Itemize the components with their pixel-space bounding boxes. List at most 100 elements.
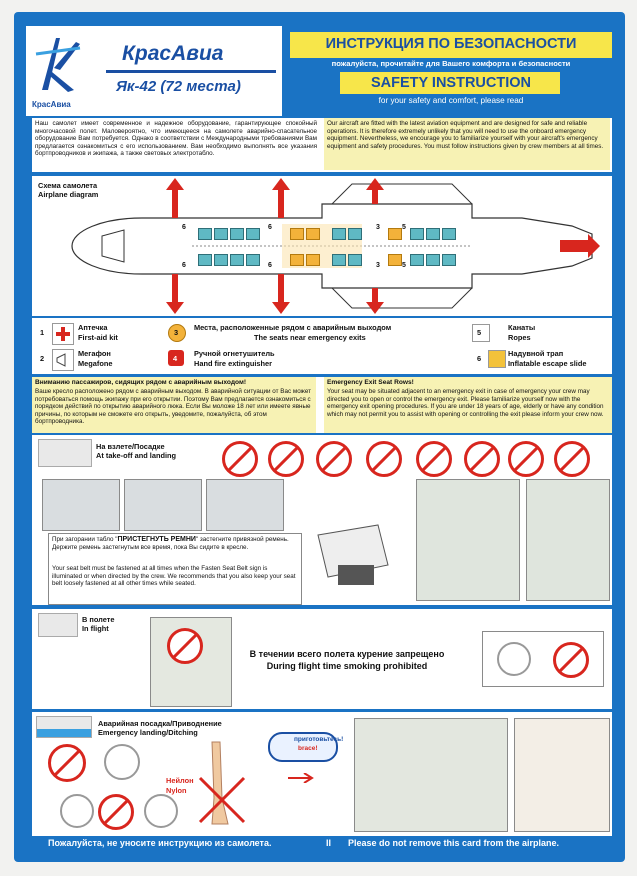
no-game-icon (464, 441, 500, 477)
en-title-bar (340, 72, 560, 94)
brace-arrow-icon (288, 770, 318, 784)
seat-mark: 3 (376, 262, 380, 269)
exit-seat-icon (168, 324, 186, 342)
emergency-panel: Аварийная посадка/Приводнение Emergency … (32, 712, 612, 836)
no-laptop-icon (222, 441, 258, 477)
seat-icon (38, 439, 92, 467)
footer-en: Please do not remove this card from the … (348, 838, 560, 848)
legend-en: Inflatable escape slide (508, 359, 587, 368)
legend-en: Megafone (78, 359, 113, 368)
no-phone-icon (268, 441, 304, 477)
no-smoking-toilet-icon (553, 642, 589, 678)
nylon-ru: Нейлон (166, 776, 194, 785)
seat (332, 254, 346, 266)
no-camera-icon (366, 441, 402, 477)
legend-ru: Надувной трап (508, 349, 564, 358)
seatbelt-inflight-photo (150, 617, 232, 707)
exit-seat (388, 228, 402, 240)
seat (348, 254, 362, 266)
legend-panel: 1 Аптечка First-aid kit 2 Мегафон Megafo… (32, 318, 612, 374)
nylon-en: Nylon (166, 786, 187, 795)
seat (198, 254, 212, 266)
safety-card: КрасАвиа КрасАвиа Як-42 (72 места) ИНСТР… (14, 12, 625, 862)
no-radio-icon (416, 441, 452, 477)
seat (230, 228, 244, 240)
aircraft-model: Як-42 (72 места) (116, 78, 241, 95)
seat (426, 254, 440, 266)
no-music-player-icon (508, 441, 544, 477)
tray-table-illustration (308, 505, 408, 597)
intro-en: Our aircraft are fitted with the latest … (324, 118, 610, 170)
exit-rows-en-box: Emergency Exit Seat Rows! Your seat may … (324, 377, 612, 433)
no-heels-icon (48, 744, 86, 782)
legend-num: 1 (40, 328, 45, 337)
intro-ru: Наш самолет имеет современное и надежное… (35, 120, 317, 158)
seat (214, 228, 228, 240)
life-vest-icon (104, 744, 140, 780)
seatback-upright-photo (416, 479, 520, 601)
legend-num: 5 (477, 328, 482, 337)
legend-item-extinguisher: 4 Ручной огнетушитель Hand fire extingui… (168, 348, 468, 370)
seatbelt-fasten-photo (42, 479, 120, 531)
seat (348, 228, 362, 240)
exit-seat (306, 254, 320, 266)
fire-extinguisher-icon (168, 350, 184, 366)
seat (442, 254, 456, 266)
mask-icon (60, 794, 94, 828)
logo-caption: КрасАвиа (32, 100, 71, 109)
exit-rows-en: Your seat may be situated adjacent to an… (327, 388, 604, 418)
takeoff-label-ru: На взлете/Посадке (96, 442, 165, 451)
no-electronics-icon (316, 441, 352, 477)
fasten-seatbelt-sign-text: ПРИСТЕГНУТЬ РЕМНИ (117, 536, 196, 543)
legend-ru: Ручной огнетушитель (194, 349, 275, 358)
legend-item-ropes: 5 Канаты Ropes (472, 322, 608, 344)
seat (246, 254, 260, 266)
brace-en: brace! (298, 745, 318, 752)
legend-item-exit-seats: 3 Места, расположенные рядом с аварийным… (168, 322, 468, 344)
seatbelt-en: Your seat belt must be fastened at all t… (52, 565, 296, 588)
seatbelt-ru: При загорании табло "ПРИСТЕГНУТЬ РЕМНИ" … (52, 536, 298, 551)
legend-en: First-aid kit (78, 333, 118, 342)
legend-num: 6 (477, 354, 482, 363)
seatbelt-ru-part: При загорании табло " (52, 536, 118, 543)
seatbelt-text-box: При загорании табло "ПРИСТЕГНУТЬ РЕМНИ" … (48, 533, 302, 605)
legend-ru: Канаты (508, 323, 536, 332)
legend-item-slide: 6 Надувной трап Inflatable escape slide (472, 348, 608, 370)
passenger-seated-photo (526, 479, 610, 601)
ditching-icon (36, 716, 92, 738)
toilet-icon (497, 642, 531, 676)
seat (410, 254, 424, 266)
escape-slide-icon (488, 350, 506, 368)
brace-ru: приготовьтесь! (294, 736, 344, 743)
intro-panel: Наш самолет имеет современное и надежное… (32, 118, 612, 172)
seat-mark: 6 (182, 224, 186, 231)
legend-item-first-aid: 1 Аптечка First-aid kit (40, 322, 160, 345)
krasavia-logo-icon (35, 38, 81, 92)
diagram-title-en: Airplane diagram (38, 190, 99, 199)
exit-rows-en-title: Emergency Exit Seat Rows! (327, 379, 414, 386)
seat (332, 228, 346, 240)
no-mobile-icon (554, 441, 590, 477)
dentures-icon (144, 794, 178, 828)
inflight-label-en: In flight (82, 624, 109, 633)
diagram-panel: Схема самолета Airplane diagram (32, 176, 612, 316)
megaphone-icon (52, 349, 74, 371)
exit-seat (290, 254, 304, 266)
legend-ru: Аптечка (78, 323, 108, 332)
title-panel: ИНСТРУКЦИЯ ПО БЕЗОПАСНОСТИ пожалуйста, п… (290, 32, 612, 112)
nylon-stockings-illustration (198, 738, 246, 832)
brand-name: КрасАвиа (122, 42, 224, 65)
emergency-label-en: Emergency landing/Ditching (98, 728, 198, 737)
inflight-panel: В полете In flight В течении всего полет… (32, 609, 612, 709)
seat-mark: 6 (268, 224, 272, 231)
exit-rows-panel: Вниманию пассажиров, сидящих рядом с ава… (32, 377, 612, 433)
exit-rows-ru-title: Вниманию пассажиров, сидящих рядом с ава… (35, 379, 247, 386)
legend-en: Ropes (508, 333, 531, 342)
takeoff-label-en: At take-off and landing (96, 451, 177, 460)
legend-ru: Мегафон (78, 349, 111, 358)
en-subtitle: for your safety and comfort, please read (378, 96, 524, 105)
takeoff-panel: На взлете/Посадке At take-off and landin… (32, 435, 612, 605)
seat (198, 228, 212, 240)
legend-en: Hand fire extinguisher (194, 359, 273, 368)
seat-mark: 6 (182, 262, 186, 269)
